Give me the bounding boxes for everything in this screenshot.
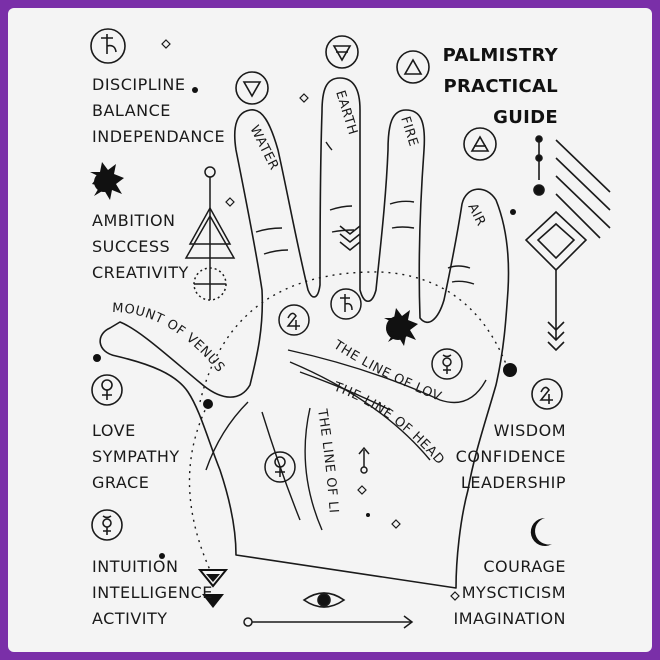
- palm-lines: [205, 349, 487, 531]
- finger-fire-label: FIRE: [397, 115, 421, 149]
- trait-item: LOVE: [92, 421, 136, 440]
- finger-joints: [255, 141, 475, 285]
- page-title: PALMISTRY PRACTICAL GUIDE: [443, 40, 558, 133]
- right-geometric-ornament: [524, 135, 611, 352]
- earth-symbol-icon: [325, 35, 359, 69]
- line-of-love-label: THE LINE OF LOVE: [8, 8, 444, 405]
- traits-top-left: DISCIPLINE BALANCE INDEPENDANCE: [92, 72, 225, 150]
- title-line-3: GUIDE: [493, 107, 558, 128]
- decorative-dots: [93, 87, 517, 559]
- sun-blot-icon: [384, 308, 418, 346]
- finger-air-label: AIR: [464, 201, 488, 229]
- hand-outline: [99, 77, 510, 589]
- trait-item: INTUITION: [92, 557, 179, 576]
- moon-right-icon: [530, 517, 552, 546]
- mount-of-venus-label: MOUNT OF VENUS: [112, 301, 228, 376]
- trait-item: ACTIVITY: [92, 609, 168, 628]
- saturn-symbol-icon: [330, 288, 362, 320]
- trait-item: BALANCE: [92, 101, 171, 120]
- trait-item: CREATIVITY: [92, 263, 189, 282]
- mercury-symbol-icon: [431, 348, 463, 380]
- trait-item: INTELLIGENCE: [92, 583, 213, 602]
- trait-item: DISCIPLINE: [92, 75, 186, 94]
- finger-earth-label: EARTH: [332, 89, 360, 137]
- decorative-diamonds: [161, 39, 460, 601]
- trait-item: GRACE: [92, 473, 150, 492]
- traits-mid-right: WISDOM CONFIDENCE LEADERSHIP: [456, 418, 566, 496]
- fire-symbol-icon: [396, 50, 430, 84]
- trait-item: IMAGINATION: [453, 609, 566, 628]
- dotted-arc: [199, 271, 507, 403]
- trait-item: SYMPATHY: [92, 447, 180, 466]
- jupiter-symbol-icon: [278, 304, 310, 336]
- sun-left-icon: [90, 162, 124, 200]
- trait-item: COURAGE: [483, 557, 566, 576]
- trait-item: SUCCESS: [92, 237, 171, 256]
- mercury-left-icon: [91, 509, 123, 541]
- palm-illustration: MOUNT OF VENUS THE LINE OF LOVE THE LINE…: [8, 8, 611, 629]
- venus-symbol-icon: [264, 451, 296, 483]
- trait-item: WISDOM: [493, 421, 566, 440]
- moon-hand-icon: [390, 512, 408, 541]
- trait-item: CONFIDENCE: [455, 447, 566, 466]
- traits-venus-left: LOVE SYMPATHY GRACE: [92, 418, 180, 496]
- trait-item: INDEPENDANCE: [92, 127, 226, 146]
- traits-bottom-left: INTUITION INTELLIGENCE ACTIVITY: [92, 554, 213, 632]
- trait-item: AMBITION: [92, 211, 176, 230]
- triangle-ornament: [184, 166, 236, 301]
- trait-item: LEADERSHIP: [460, 473, 566, 492]
- traits-mid-left: AMBITION SUCCESS CREATIVITY: [92, 208, 189, 286]
- arrow-right-icon: [243, 615, 414, 629]
- title-line-2: PRACTICAL: [443, 76, 558, 97]
- finger-water-label: WATER: [246, 123, 281, 173]
- arrow-up-icon: [358, 446, 370, 474]
- chevron-down-icon: [339, 225, 361, 251]
- title-line-1: PALMISTRY: [442, 45, 558, 66]
- eye-icon: [302, 592, 346, 608]
- jupiter-right-icon: [531, 378, 563, 410]
- water-symbol-icon: [235, 71, 269, 105]
- trait-item: MYSCTICISM: [461, 583, 566, 602]
- air-symbol-icon: [463, 127, 497, 161]
- saturn-left-icon: [90, 28, 126, 64]
- venus-left-icon: [91, 374, 123, 406]
- dotted-arc-lower: [188, 403, 211, 571]
- triangle-down-icon: [197, 569, 229, 608]
- traits-bottom-right: COURAGE MYSCTICISM IMAGINATION: [453, 554, 566, 632]
- paper-background: MOUNT OF VENUS THE LINE OF LOVE THE LINE…: [8, 8, 652, 652]
